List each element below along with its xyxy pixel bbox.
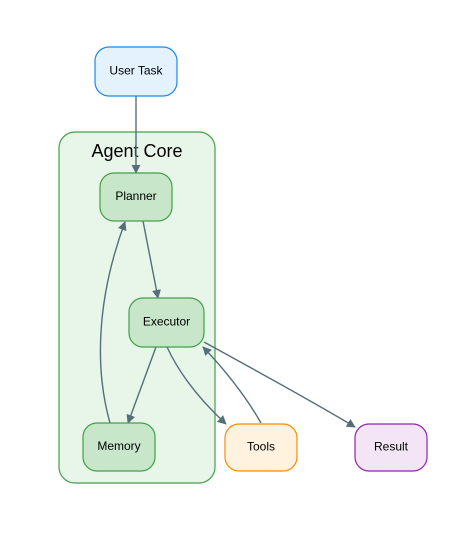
edges	[99, 96, 356, 428]
result-box	[354, 423, 428, 472]
memory-box	[82, 422, 156, 472]
tools-box	[224, 423, 298, 472]
planner-box	[99, 172, 173, 222]
planner-label: Planner	[115, 189, 156, 203]
edge-memory-to-planner	[99, 221, 127, 424]
agent-core-cluster-label: Agent Core	[91, 141, 182, 161]
edge-planner-to-executor	[142, 220, 161, 299]
edge-tools-to-executor	[202, 346, 262, 424]
node-executor: Executor	[128, 297, 205, 348]
node-user-task: User Task	[94, 46, 178, 97]
tools-label: Tools	[247, 440, 275, 454]
node-tools: Tools	[224, 423, 298, 472]
user-task-label: User Task	[109, 64, 163, 78]
node-planner: Planner	[99, 172, 173, 222]
user-task-box	[94, 46, 178, 97]
edge-executor-to-memory	[126, 346, 157, 424]
memory-label: Memory	[97, 439, 140, 453]
executor-box	[128, 297, 205, 348]
edge-executor-to-result	[203, 341, 356, 428]
result-label: Result	[374, 440, 409, 454]
node-memory: Memory	[82, 422, 156, 472]
node-result: Result	[354, 423, 428, 472]
executor-label: Executor	[143, 315, 190, 329]
edge-executor-to-tools	[166, 346, 227, 425]
